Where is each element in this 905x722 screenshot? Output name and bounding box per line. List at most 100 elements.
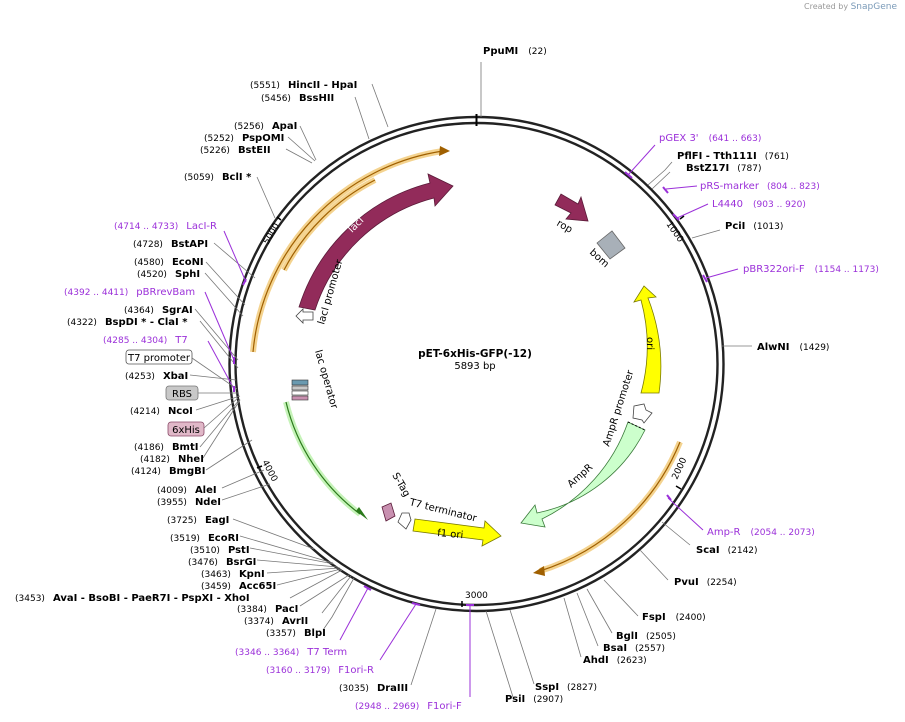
enzyme-label: PsiI(2907): [505, 694, 563, 705]
primer-leader: [339, 587, 369, 641]
enzyme-label: (3476)BsrGI: [188, 557, 256, 568]
enzyme-leader: [221, 469, 265, 489]
enzyme-leader: [647, 161, 673, 186]
orf-arc-his-gfp-inner: [285, 401, 361, 515]
enzyme-labels: PpuMI(22) PflFI - Tth111I(761) BstZ17I(7…: [15, 46, 829, 705]
boxed-feature-labels: T7 promoter RBS 6xHis: [125, 349, 239, 437]
primer-label: pGEX 3'(641 .. 663): [659, 133, 761, 144]
bom-box: [596, 230, 626, 260]
feature-bom: bom: [587, 230, 626, 270]
feature-lacI: lacI: [298, 173, 454, 311]
enzyme-label: (4124)BmgBI: [131, 466, 205, 477]
t7-terminator-arrow: [397, 512, 412, 530]
enzyme-label: (4009)AleI: [157, 485, 217, 496]
feature-rop: rop: [554, 193, 589, 236]
rop-arrow: [554, 193, 589, 222]
enzyme-label: PciI(1013): [725, 221, 783, 232]
orf-arcs: [250, 146, 683, 576]
enzyme-leader: [205, 261, 246, 306]
enzyme-label: (4253)XbaI: [125, 371, 188, 382]
plasmid-name: pET-6xHis-GFP(-12): [418, 348, 532, 360]
enzyme-label: (5226)BstEII: [200, 145, 271, 156]
enzyme-label: PvuI(2254): [674, 577, 737, 588]
tick-label-1000: 1000: [664, 220, 685, 245]
rop-label: rop: [555, 218, 575, 236]
primer-mark: [242, 278, 247, 286]
primer-label: (4392 .. 4411)pBRrevBam: [64, 287, 195, 298]
enzyme-label: SspI(2827): [535, 682, 597, 693]
orf-arc-his-gfp: [283, 401, 362, 517]
enzyme-leader: [322, 577, 355, 631]
primer-leader: [627, 144, 656, 176]
orf-arc-ampr-inner: [539, 441, 681, 572]
enzyme-label: (3374)AvrII: [244, 616, 308, 627]
enzyme-leader: [249, 547, 335, 565]
orf-arc-lacI-head: [439, 146, 450, 156]
enzyme-label: (4182)NheI: [140, 454, 204, 465]
primer-leader: [667, 497, 704, 531]
ori-label: ori: [644, 337, 655, 350]
tick-5000: [276, 216, 282, 221]
primer-mark: [411, 602, 421, 606]
enzyme-leader: [354, 96, 370, 140]
enzyme-label: AlwNI(1429): [757, 342, 829, 353]
enzyme-leader: [256, 559, 339, 568]
his-label: 6xHis: [172, 425, 200, 436]
enzyme-label: (3357)BlpI: [266, 628, 326, 639]
enzyme-label: (4364)SgrAI: [124, 305, 193, 316]
snapgene-logo: SnapGene: [850, 2, 897, 12]
enzyme-leader: [276, 568, 342, 586]
enzyme-leader: [221, 483, 271, 501]
f1-ori-arrow: [412, 518, 502, 547]
t7-promoter-label-box: [125, 349, 193, 365]
primer-labels: pGEX 3'(641 .. 663) pRS-marker(804 .. 82…: [64, 133, 879, 712]
enzyme-leader: [205, 439, 253, 471]
enzyme-label: (5252)PspOMI: [204, 133, 284, 144]
primer-mark: [662, 186, 669, 194]
primer-mark: [702, 274, 708, 283]
plasmid-length: 5893 bp: [454, 361, 495, 372]
enzyme-leader: [299, 574, 350, 607]
enzyme-leader: [651, 171, 671, 190]
enzyme-label: (4214)NcoI: [130, 406, 193, 417]
ampr-arrow: [520, 421, 646, 528]
enzyme-leader: [289, 569, 343, 599]
tick-label-3000: 3000: [465, 591, 488, 601]
primer-label: Amp-R(2054 .. 2073): [707, 527, 815, 538]
enzyme-leader: [485, 610, 514, 698]
enzyme-label: (3955)NdeI: [157, 497, 221, 508]
orf-arc-rop-inner: [283, 179, 376, 271]
s-tag-box: [381, 502, 396, 522]
enzyme-label: (4322)BspDI * - ClaI *: [67, 317, 188, 328]
enzyme-leader: [321, 575, 352, 614]
primer-label: pRS-marker(804 .. 823): [700, 181, 820, 192]
enzyme-label: (3519)EcoRI: [170, 533, 239, 544]
enzyme-leader: [202, 399, 241, 459]
primer-label: pBR322ori-F(1154 .. 1173): [743, 264, 879, 275]
primer-mark: [666, 494, 672, 501]
primer-leader: [665, 185, 698, 190]
lacI-arrow: [298, 173, 454, 311]
enzyme-leader: [371, 83, 389, 128]
feature-ori: ori: [633, 285, 662, 394]
feature-lac-operator: lac operator: [291, 349, 340, 411]
primer-leader: [207, 340, 235, 390]
enzyme-label: (4186)BmtI: [134, 442, 198, 453]
rbs-box: [291, 385, 309, 391]
primer-marks: [233, 171, 708, 606]
enzyme-label: PpuMI(22): [483, 46, 547, 57]
enzyme-leader: [287, 136, 316, 162]
primer-label: (3346 .. 3364)T7 Term: [235, 647, 347, 658]
enzyme-leader: [661, 521, 691, 546]
enzyme-leader: [639, 549, 669, 581]
backbone-ring: [228, 114, 725, 613]
enzyme-label: PflFI - Tth111I(761): [677, 151, 789, 162]
primer-mark: [624, 171, 633, 179]
primer-mark: [672, 213, 680, 221]
enzyme-label: (3035)DraIII: [339, 683, 408, 694]
primer-label: (3160 .. 3179)F1ori-R: [266, 665, 374, 676]
enzyme-leader: [213, 242, 256, 279]
primer-mark: [363, 585, 372, 591]
enzyme-leader: [509, 609, 535, 685]
enzyme-label: AhdI(2623): [583, 655, 647, 666]
